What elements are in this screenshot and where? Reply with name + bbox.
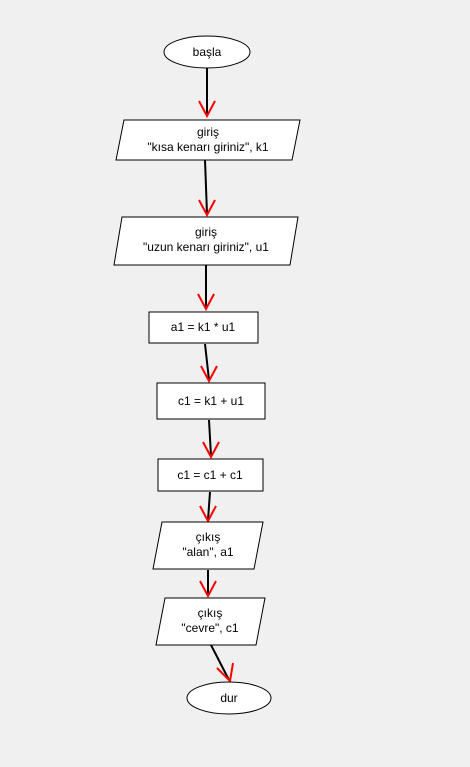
arrowhead-6	[199, 505, 217, 524]
arrowhead-8	[216, 662, 234, 684]
double-perimeter-label: c1 = c1 + c1	[177, 468, 243, 482]
connector-assign-area-to-assign-perimeter	[204, 343, 210, 381]
output-perimeter-keyword: çıkış	[198, 606, 223, 620]
arrowheads	[197, 100, 234, 684]
arrowhead-1	[198, 100, 216, 119]
start-ellipse	[163, 35, 251, 69]
assign-perimeter-box	[156, 382, 266, 420]
arrowhead-2	[198, 199, 216, 218]
input-short-shape	[115, 119, 301, 161]
connector-output-perimeter-to-end	[210, 644, 230, 681]
output-area-shape	[152, 521, 264, 570]
connector-input-short-to-input-long	[204, 159, 208, 215]
arrowhead-4	[200, 365, 218, 384]
arrowhead-7	[199, 580, 217, 599]
output-perimeter-node[interactable]: çıkış "cevre", c1	[155, 597, 266, 646]
end-node[interactable]: dur	[186, 681, 272, 715]
input-long-prompt: "uzun kenarı giriniz", u1	[143, 240, 269, 254]
input-long-node[interactable]: giriş "uzun kenarı giriniz", u1	[113, 216, 299, 266]
output-perimeter-shape	[155, 597, 266, 646]
output-perimeter-value: "cevre", c1	[181, 621, 239, 635]
start-node[interactable]: başla	[163, 35, 251, 69]
connector-assign-perimeter-to-double-perimeter	[208, 419, 212, 457]
output-area-value: "alan", a1	[182, 545, 234, 559]
connectors	[204, 68, 230, 681]
double-perimeter-node[interactable]: c1 = c1 + c1	[157, 458, 264, 492]
connector-double-perimeter-to-output-area	[207, 491, 211, 521]
arrowhead-5	[202, 441, 220, 460]
end-label: dur	[220, 691, 237, 705]
assign-area-box	[148, 311, 259, 344]
input-short-keyword: giriş	[197, 125, 219, 139]
output-area-node[interactable]: çıkış "alan", a1	[152, 521, 264, 570]
output-area-keyword: çıkış	[196, 530, 221, 544]
arrowhead-3	[197, 293, 215, 312]
assign-area-node[interactable]: a1 = k1 * u1	[148, 311, 259, 344]
input-short-node[interactable]: giriş "kısa kenarı giriniz", k1	[115, 119, 301, 161]
input-short-prompt: "kısa kenarı giriniz", k1	[147, 140, 269, 154]
assign-area-label: a1 = k1 * u1	[171, 320, 236, 334]
double-perimeter-box	[157, 458, 264, 492]
input-long-shape	[113, 216, 299, 266]
input-long-keyword: giriş	[195, 225, 217, 239]
assign-perimeter-node[interactable]: c1 = k1 + u1	[156, 382, 266, 420]
end-ellipse	[186, 681, 272, 715]
assign-perimeter-label: c1 = k1 + u1	[178, 394, 244, 408]
start-label: başla	[193, 45, 222, 59]
